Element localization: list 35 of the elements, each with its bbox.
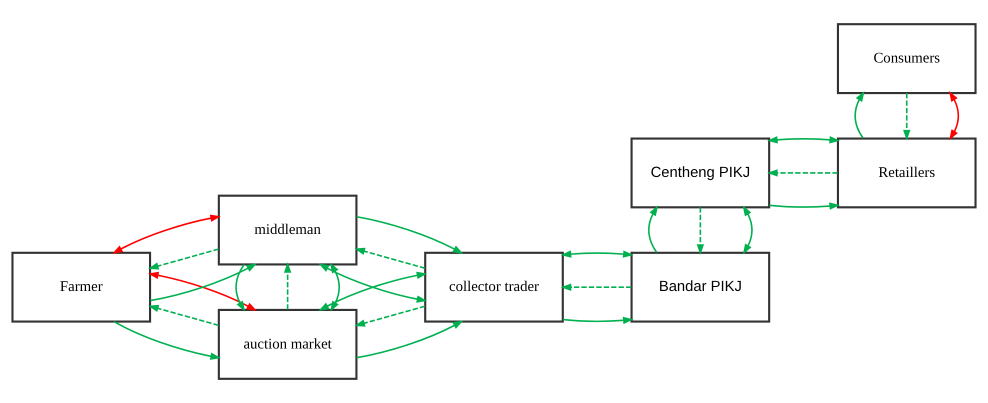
arrow [318,272,428,311]
arrow [150,263,257,302]
arrow [854,91,865,139]
node-box: Farmer [11,252,152,323]
arrow [148,272,257,312]
arrow [354,248,426,269]
arrow [148,248,219,270]
arrow [318,263,428,303]
node-box: auction market [218,308,358,380]
arrow [560,250,634,258]
arrow [560,284,632,291]
node-box: Centheng PIKJ [630,137,770,208]
node-box: middleman [218,194,358,266]
arrow [648,205,658,253]
arrow [903,93,910,140]
arrow [356,216,464,254]
arrow [767,136,840,144]
arrow [563,316,634,324]
node-box: Consumers [836,23,977,94]
arrow [356,320,464,358]
arrow [330,262,340,312]
arrow [767,169,838,177]
arrow [112,214,221,254]
arrow [114,321,221,360]
arrow [742,205,753,254]
node-box: collector trader [424,252,564,323]
arrow [235,264,246,312]
node-box: Bandar PIKJ [630,252,770,323]
arrow [354,306,426,327]
arrow [948,91,960,140]
arrow [769,202,840,210]
node-box: Retaillers [836,137,977,208]
arrow [284,262,292,310]
arrow [696,207,704,255]
arrow [148,304,219,326]
